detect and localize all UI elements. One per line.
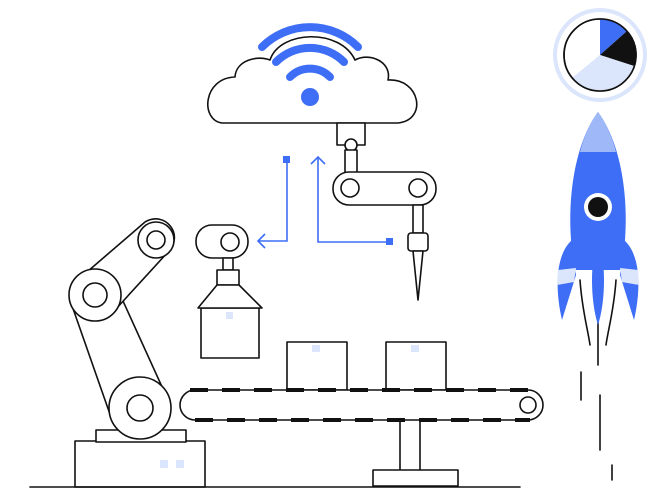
cloud-icon	[207, 35, 418, 124]
robotic-arm-icon	[68, 218, 263, 488]
conveyor-belt-icon	[179, 341, 544, 487]
hanging-robot-arm-icon	[332, 122, 437, 301]
pie-chart-icon	[553, 8, 647, 102]
data-flow-arrows	[256, 155, 393, 249]
wifi-icon	[258, 23, 362, 106]
rocket-icon	[557, 112, 639, 481]
